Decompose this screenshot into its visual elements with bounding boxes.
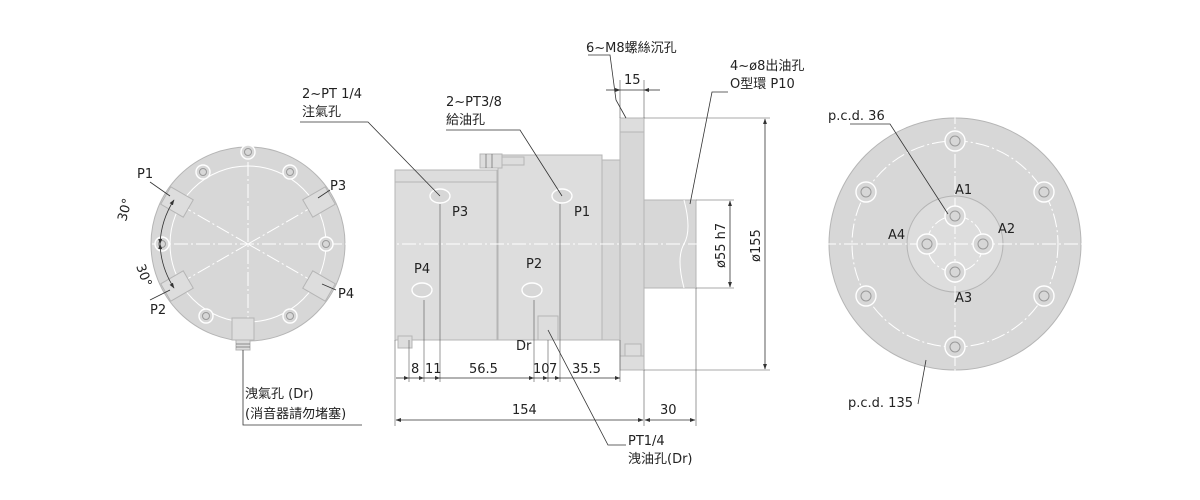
side-label-p3: P3 (452, 205, 468, 220)
screw-holes-label: 6~M8螺絲沉孔 (586, 41, 677, 56)
dim-spigot-length: 30 (660, 403, 677, 418)
dim-seg-4: 10 (533, 362, 550, 377)
side-view: 8 11 56.5 10 7 35.5 154 30 15 ø55 h7 ø15… (300, 41, 804, 467)
label-a4: A4 (888, 228, 905, 243)
label-p2-left: P2 (150, 303, 166, 318)
drain-short-label: Dr (516, 339, 532, 354)
label-a2: A2 (998, 222, 1015, 237)
side-label-p2: P2 (526, 257, 542, 272)
dim-seg-3: 56.5 (469, 362, 498, 377)
air-fitting (479, 153, 525, 169)
exhaust-label-line1: 洩氣孔 (Dr) (245, 387, 314, 402)
oil-port-label-line1: 2~PT3/8 (446, 95, 502, 110)
label-p3-left: P3 (330, 179, 346, 194)
dim-seg-6: 35.5 (572, 362, 601, 377)
drain-label-line1: PT1/4 (628, 434, 665, 449)
air-port-label-line2: 注氣孔 (302, 105, 341, 120)
pcd-inner-label: p.c.d. 36 (828, 109, 885, 124)
pcd-outer-label: p.c.d. 135 (848, 396, 913, 411)
exhaust-muffler (231, 317, 255, 351)
label-p4-left: P4 (338, 287, 354, 302)
dim-seg-2: 11 (425, 362, 442, 377)
dim-spigot-dia: ø55 h7 (714, 223, 729, 268)
dim-seg-5: 7 (549, 362, 557, 377)
dim-flange-dia: ø155 (749, 229, 764, 262)
port-pocket-p3 (302, 186, 336, 218)
drain-label-line2: 洩油孔(Dr) (628, 452, 693, 467)
oil-port-label-line2: 給油孔 (446, 113, 485, 128)
exhaust-label-line2: (消音器請勿堵塞) (245, 406, 346, 422)
side-label-p1: P1 (574, 205, 590, 220)
port-pocket-p4 (302, 270, 336, 302)
label-a3: A3 (955, 291, 972, 306)
air-port-label-line1: 2~PT 1/4 (302, 87, 362, 102)
outlet-label-line1: 4~ø8出油孔 (730, 59, 804, 74)
angle-top-label: 30° (115, 197, 135, 223)
dim-body-length: 154 (512, 403, 537, 418)
dim-seg-1: 8 (411, 362, 419, 377)
drain-fittings (397, 315, 642, 357)
dim-flange-thickness: 15 (624, 73, 641, 88)
label-a1: A1 (955, 183, 972, 198)
flange-bolt-holes (855, 130, 1055, 358)
left-bolt-holes (154, 144, 334, 324)
side-label-p4: P4 (414, 262, 430, 277)
left-end-view: P1 P2 P3 P4 30° 30° 洩氣孔 (Dr) (消音器請勿堵塞) (115, 140, 368, 426)
angle-bottom-label: 30° (132, 262, 154, 289)
outlet-holes (916, 205, 994, 283)
outlet-label-line2: O型環 P10 (730, 77, 795, 92)
label-p1-left: P1 (137, 167, 153, 182)
right-end-view: p.c.d. 36 p.c.d. 135 A1 A2 A3 A4 (822, 109, 1088, 411)
